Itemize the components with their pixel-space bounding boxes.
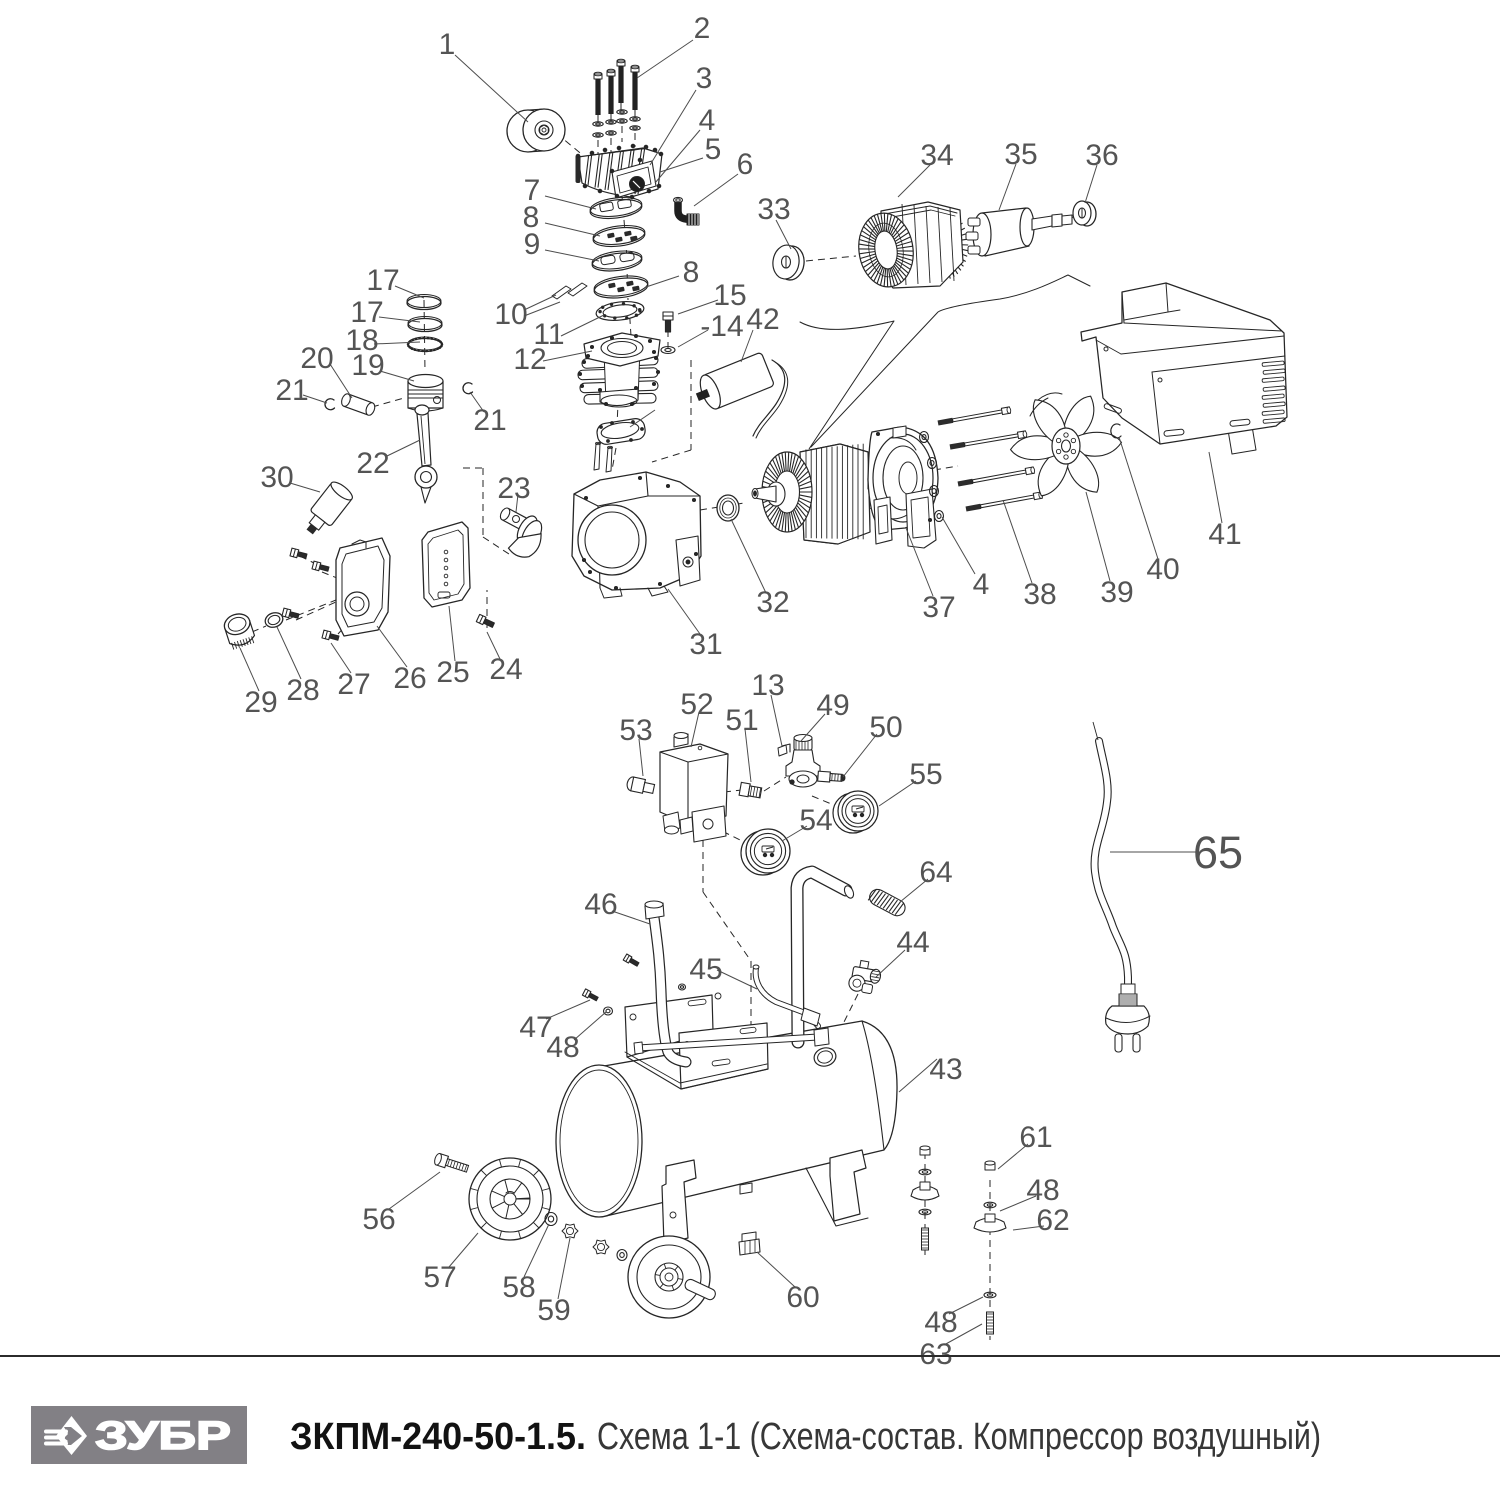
svg-text:17: 17 (366, 264, 399, 297)
svg-text:-14: -14 (700, 310, 743, 343)
svg-text:6: 6 (737, 148, 754, 181)
svg-text:54: 54 (799, 804, 832, 837)
svg-text:24: 24 (489, 653, 522, 686)
svg-text:Схема 1-1 (Схема-состав. Компр: Схема 1-1 (Схема-состав. Компрессор возд… (597, 1416, 1321, 1458)
svg-text:58: 58 (502, 1271, 535, 1304)
svg-text:39: 39 (1100, 576, 1133, 609)
svg-text:21: 21 (275, 374, 308, 407)
svg-text:48: 48 (924, 1306, 957, 1339)
svg-text:11: 11 (533, 318, 564, 351)
svg-text:2: 2 (694, 12, 711, 45)
svg-text:40: 40 (1146, 553, 1179, 586)
svg-text:27: 27 (337, 668, 370, 701)
svg-text:34: 34 (920, 139, 953, 172)
svg-text:61: 61 (1019, 1121, 1052, 1154)
svg-text:5: 5 (705, 133, 722, 166)
svg-text:29: 29 (244, 686, 277, 719)
svg-text:18: 18 (345, 324, 378, 357)
svg-text:55: 55 (909, 758, 942, 791)
svg-text:13: 13 (751, 669, 784, 702)
svg-text:59: 59 (537, 1294, 570, 1327)
svg-text:48: 48 (1026, 1174, 1059, 1207)
svg-text:4: 4 (699, 104, 716, 137)
svg-text:43: 43 (929, 1053, 962, 1086)
svg-text:15: 15 (713, 279, 746, 312)
svg-text:38: 38 (1023, 578, 1056, 611)
svg-text:48: 48 (546, 1031, 579, 1064)
svg-text:8: 8 (683, 256, 700, 289)
svg-text:37: 37 (922, 591, 955, 624)
svg-text:52: 52 (680, 688, 713, 721)
svg-text:49: 49 (816, 689, 849, 722)
svg-text:ЗКПМ-240-50-1.5.: ЗКПМ-240-50-1.5. (290, 1416, 586, 1458)
svg-text:12: 12 (513, 343, 546, 376)
svg-text:8: 8 (523, 201, 540, 234)
svg-text:ЗУБР: ЗУБР (95, 1414, 231, 1458)
svg-text:33: 33 (757, 193, 790, 226)
svg-text:31: 31 (689, 628, 722, 661)
svg-text:25: 25 (436, 656, 469, 689)
svg-text:41: 41 (1208, 518, 1241, 551)
svg-text:36: 36 (1085, 139, 1118, 172)
svg-text:60: 60 (786, 1281, 819, 1314)
svg-text:32: 32 (756, 586, 789, 619)
svg-text:46: 46 (584, 888, 617, 921)
svg-text:3: 3 (696, 62, 713, 95)
svg-text:9: 9 (524, 228, 541, 261)
svg-text:28: 28 (286, 674, 319, 707)
svg-text:62: 62 (1036, 1204, 1069, 1237)
svg-text:35: 35 (1004, 138, 1037, 171)
svg-text:65: 65 (1193, 827, 1243, 878)
svg-text:45: 45 (689, 953, 722, 986)
svg-text:4: 4 (973, 568, 990, 601)
svg-text:7: 7 (524, 174, 541, 207)
svg-text:19: 19 (351, 349, 384, 382)
svg-text:21: 21 (473, 404, 506, 437)
svg-text:57: 57 (423, 1261, 456, 1294)
svg-text:26: 26 (393, 662, 426, 695)
svg-text:10: 10 (494, 298, 527, 331)
svg-text:30: 30 (260, 461, 293, 494)
svg-text:53: 53 (619, 714, 652, 747)
svg-text:47: 47 (519, 1011, 552, 1044)
svg-text:42: 42 (746, 303, 779, 336)
svg-text:64: 64 (919, 856, 952, 889)
svg-text:51: 51 (725, 704, 758, 737)
svg-text:1: 1 (439, 28, 456, 61)
svg-text:17: 17 (350, 296, 383, 329)
svg-text:20: 20 (300, 342, 333, 375)
svg-text:50: 50 (869, 711, 902, 744)
svg-text:22: 22 (356, 447, 389, 480)
svg-text:23: 23 (497, 472, 530, 505)
